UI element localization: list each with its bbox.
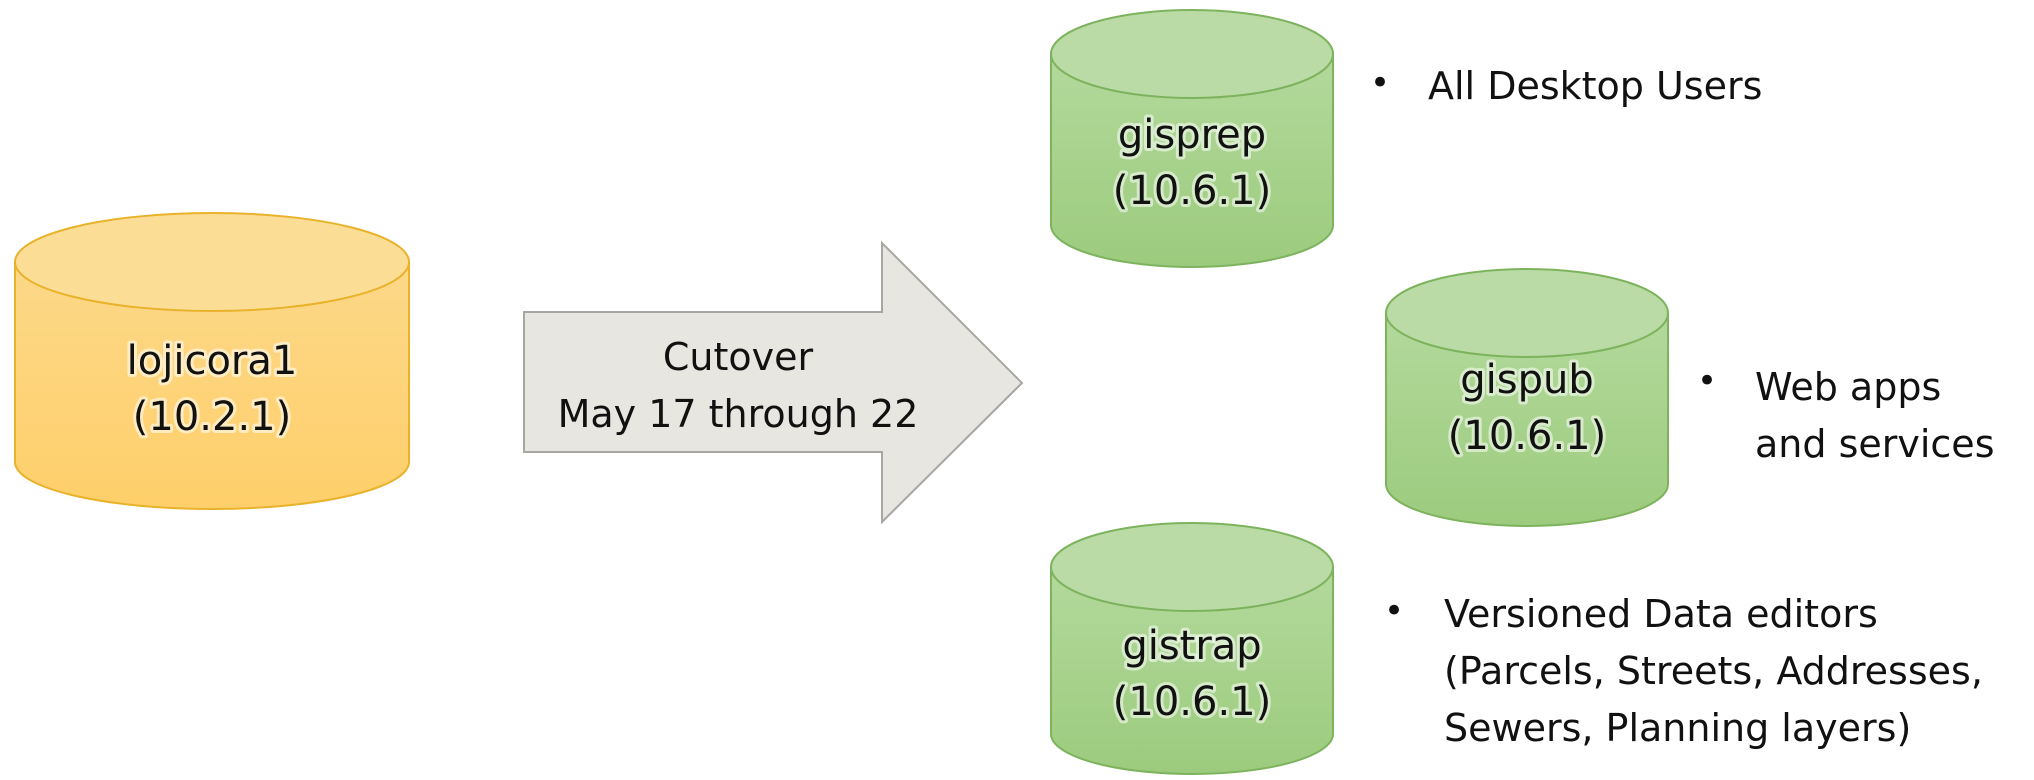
gisprep-db-top <box>1050 9 1334 99</box>
gisprep-bullet-list: • All Desktop Users <box>1370 63 1762 108</box>
cutover-arrow-shape <box>523 240 1024 525</box>
target-database-gisprep: gisprep (10.6.1) <box>1050 9 1334 268</box>
gispub-bullet-line: Web apps <box>1755 365 1941 409</box>
gispub-bullet-list: • Web apps and services <box>1697 361 1995 466</box>
source-db-version: (10.2.1) <box>133 394 291 440</box>
source-db-name: lojicora1 <box>127 338 298 384</box>
gistrap-bullet-line: Versioned Data editors <box>1444 592 1878 636</box>
gisprep-db-name: gisprep <box>1118 112 1266 158</box>
gisprep-bullet-line: All Desktop Users <box>1428 64 1762 108</box>
gisprep-db-body <box>1050 54 1334 268</box>
cutover-label: Cutover <box>663 335 814 379</box>
gistrap-db-version: (10.6.1) <box>1113 679 1271 725</box>
gisprep-db-version: (10.6.1) <box>1113 168 1271 214</box>
gispub-db-top <box>1385 268 1669 358</box>
gistrap-db-name: gistrap <box>1122 623 1261 669</box>
bullet-dot-icon: • <box>1370 63 1390 103</box>
gistrap-bullet-line: Sewers, Planning layers) <box>1444 706 1911 750</box>
gistrap-db-body <box>1050 567 1334 775</box>
source-db-top <box>14 212 410 312</box>
target-database-gistrap: gistrap (10.6.1) <box>1050 522 1334 775</box>
gispub-bullet-line: and services <box>1755 422 1995 466</box>
gistrap-bullet-list: • Versioned Data editors (Parcels, Stree… <box>1384 591 1983 750</box>
gispub-db-name: gispub <box>1460 357 1593 403</box>
bullet-dot-icon: • <box>1384 591 1404 631</box>
source-database: lojicora1 (10.2.1) <box>14 212 410 510</box>
source-db-body <box>14 262 410 510</box>
bullet-dot-icon: • <box>1697 361 1717 401</box>
cutover-dates: May 17 through 22 <box>558 392 919 436</box>
gispub-db-body <box>1385 313 1669 527</box>
gistrap-bullet-line: (Parcels, Streets, Addresses, <box>1444 649 1983 693</box>
target-database-gispub: gispub (10.6.1) <box>1385 268 1669 527</box>
gispub-db-version: (10.6.1) <box>1448 413 1606 459</box>
cutover-arrow: Cutover May 17 through 22 <box>523 240 1024 525</box>
gistrap-db-top <box>1050 522 1334 612</box>
